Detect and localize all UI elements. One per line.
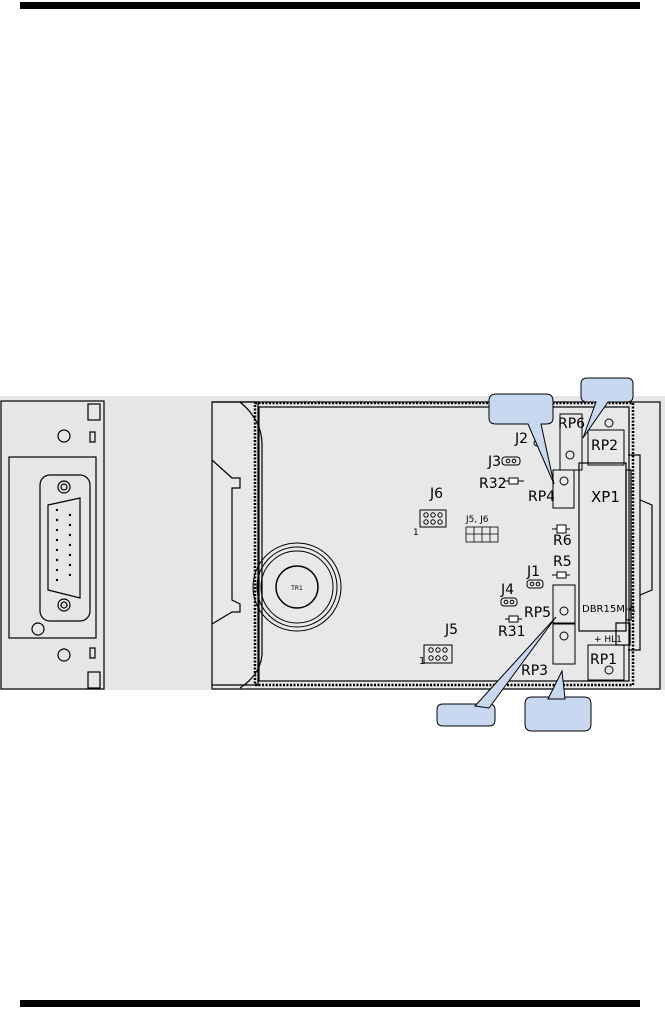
dsub-connector-shell [39,474,91,622]
jumper-diagram-j5j6 [465,526,499,543]
label-j4: J4 [500,582,514,598]
label-rp6: RP6 [558,416,585,432]
label-rp1: RP1 [590,652,617,668]
label-j5: J5 [444,622,458,638]
jumper-block-j6 [419,509,447,528]
panel-screw-left-icon [31,622,45,636]
pot-rp5 [552,584,576,624]
label-dbr: DBR15M-A [582,604,635,615]
board-bracket [212,401,263,689]
trim-pots [552,413,625,681]
transformer-tr1 [252,542,342,632]
label-j2: J2 [514,431,528,447]
callout-rp3 [524,696,592,732]
label-rp2: RP2 [591,438,618,454]
dsub-connector-face [47,497,81,599]
label-j5j6: J5, J6 [465,515,489,525]
panel-screw-bottom-icon [57,648,71,662]
resistors [504,477,570,623]
label-hl1: + HL1 [594,635,622,645]
label-j1: J1 [526,564,540,580]
callout-rp6 [580,377,634,439]
label-r31: R31 [498,624,526,640]
bottom-rule [20,1000,640,1007]
label-r32: R32 [479,476,507,492]
label-tr1: TR1 [290,585,303,592]
label-rp4: RP4 [528,489,555,505]
label-r5: R5 [553,554,572,570]
callout-rp4 [488,393,555,485]
label-j3: J3 [487,454,501,470]
label-j5-pin: 1 [419,656,425,667]
connector-xp1 [578,462,632,646]
callout-rp5 [436,703,496,727]
label-j6: J6 [429,486,443,502]
component-labels: RP6 RP2 J2 J3 R32 RP4 XP1 J6 1 J5, J6 R6… [413,416,635,679]
label-r6: R6 [553,533,572,549]
top-rule [20,2,640,9]
front-panel [0,400,105,690]
callouts [436,377,634,732]
pot-rp4 [552,469,575,509]
board-body [211,401,661,690]
pot-rp1 [587,644,625,681]
panel-screw-top-icon [57,429,71,443]
jumper-block-j5 [423,644,453,664]
label-xp1: XP1 [591,488,620,506]
label-rp5: RP5 [524,605,551,621]
pcb-diagram: TR1 [0,377,665,732]
dsub-pins [55,508,72,582]
pot-rp2 [587,429,625,466]
pot-rp3 [552,623,576,665]
label-j6-pin: 1 [413,528,419,538]
label-rp3: RP3 [521,663,548,679]
